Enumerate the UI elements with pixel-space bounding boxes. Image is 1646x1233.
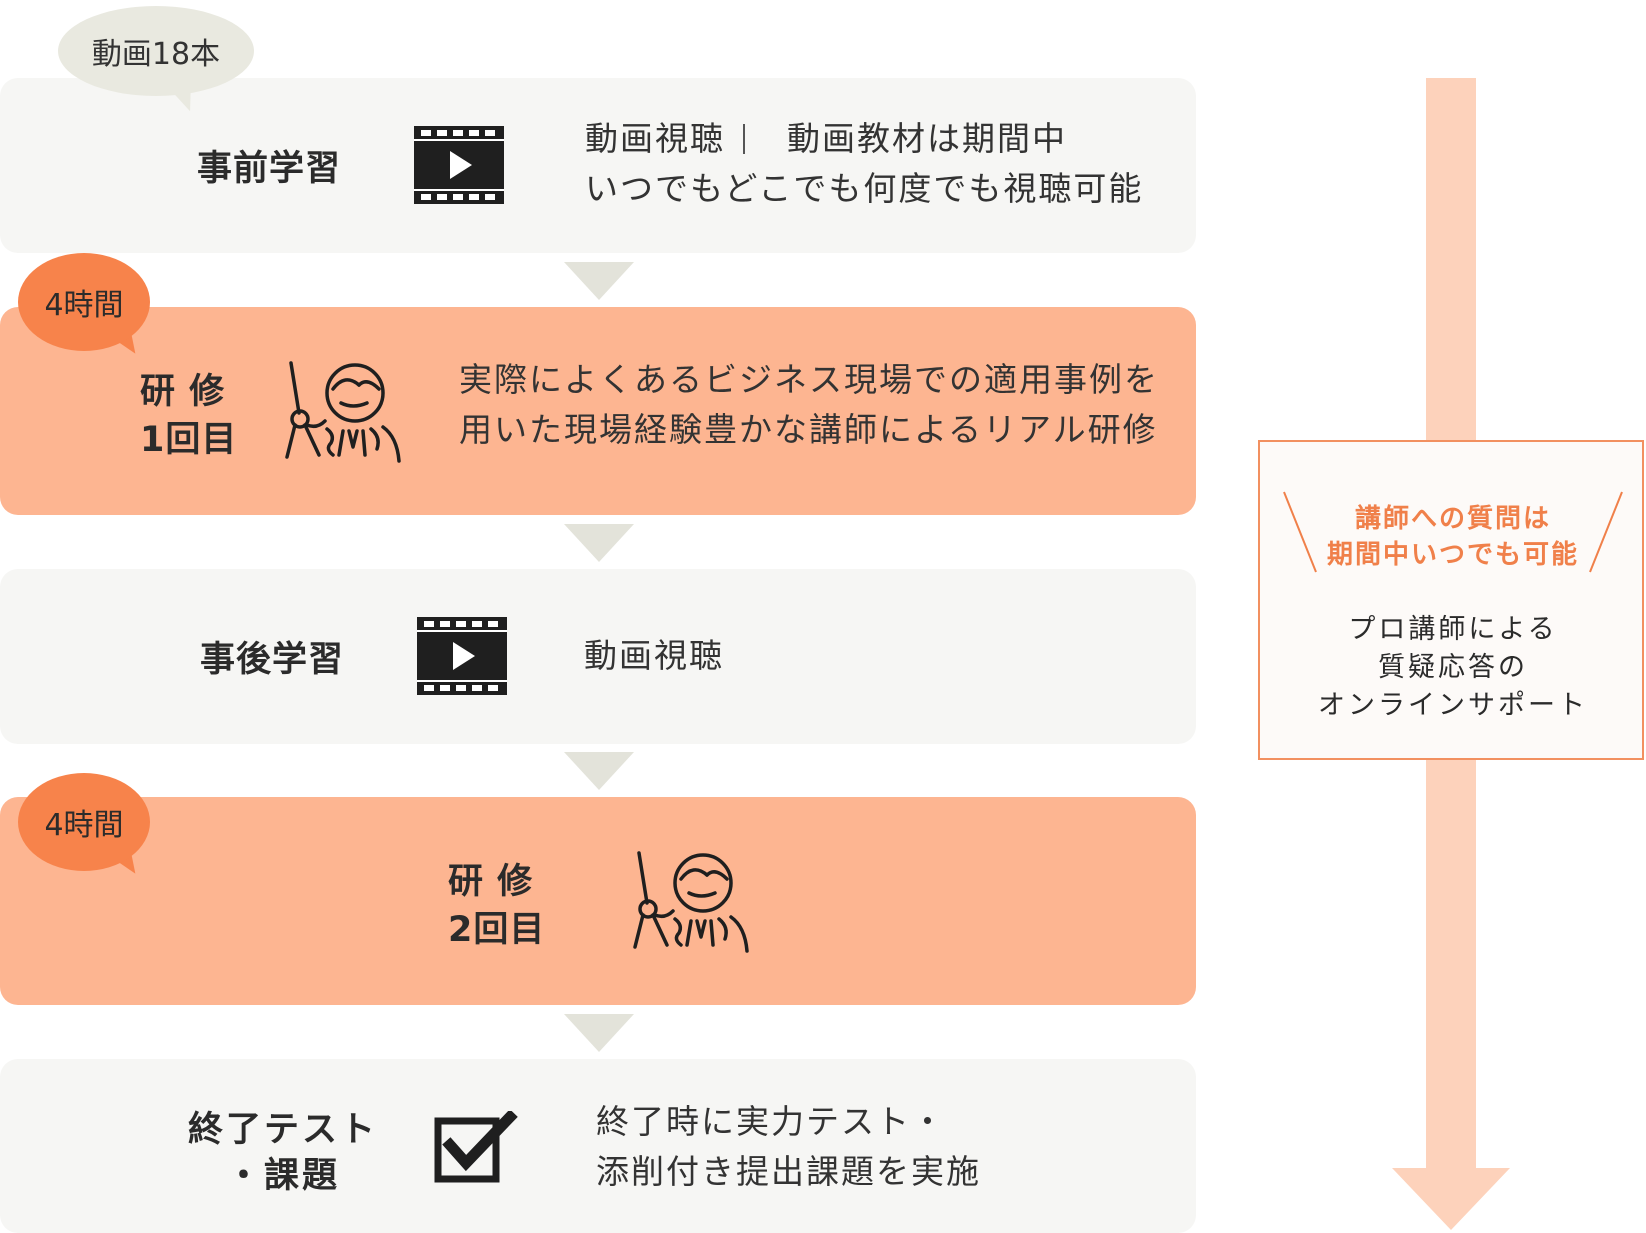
- video-film-icon: [414, 126, 504, 204]
- step-title-line1: 研 修: [448, 862, 534, 902]
- step-title-line2: ・課題: [226, 1156, 341, 1196]
- step-desc-line1: 終了時に実力テスト・: [596, 1102, 946, 1141]
- flow-chevron-2: [564, 524, 634, 562]
- step-desc-line1: 実際によくあるビジネス現場での適用事例を: [459, 360, 1159, 399]
- video-film-icon: [417, 617, 507, 695]
- step-title-line2: 2回目: [448, 910, 546, 950]
- step-final-test: 終了テスト ・課題 終了時に実力テスト・ 添削付き提出課題を実施: [0, 1059, 1196, 1233]
- step-title-line1: 研 修: [140, 372, 226, 412]
- online-support-box: 講師への質問は 期間中いつでも可能 プロ講師による 質疑応答の オンラインサポー…: [1258, 440, 1644, 760]
- step-desc-line2: 添削付き提出課題を実施: [596, 1152, 981, 1191]
- step-desc-line2: 用いた現場経験豊かな講師によるリアル研修: [459, 410, 1158, 449]
- step-title: 事前学習: [197, 149, 342, 189]
- step-training-1: 研 修 1回目 実際によくあるビジネス現場での適用事例を 用いた現場経験豊かな講…: [0, 307, 1196, 515]
- badge-bubble: 4時間: [18, 253, 150, 351]
- support-line3: オンラインサポート: [1318, 690, 1588, 721]
- slash-right-decoration: [1589, 491, 1623, 573]
- slash-left-decoration: [1283, 491, 1317, 573]
- divider: [743, 124, 745, 154]
- support-question-line1: 講師への質問は: [1354, 504, 1551, 534]
- support-line2: 質疑応答の: [1378, 652, 1528, 683]
- timeline-arrow-head: [1392, 1168, 1510, 1230]
- badge-bubble: 動画18本: [58, 6, 254, 96]
- support-question-line2: 期間中いつでも可能: [1326, 540, 1579, 570]
- step-post-study: 事後学習 動画視聴: [0, 569, 1196, 744]
- step-title-line2: 1回目: [140, 420, 238, 460]
- desc-label: 動画視聴: [585, 119, 725, 158]
- step-pre-study: 事前学習 動画視聴 動画教材は期間中 いつでもどこでも何度でも視聴可能: [0, 78, 1196, 253]
- flow-chevron-4: [564, 1014, 634, 1052]
- badge-label: 4時間: [44, 808, 124, 843]
- step-title: 事後学習: [200, 640, 345, 680]
- step-desc-line1: 動画視聴: [584, 636, 724, 675]
- flow-chevron-1: [564, 262, 634, 300]
- badge-label: 動画18本: [91, 37, 221, 72]
- flow-chevron-3: [564, 752, 634, 790]
- step-title-line1: 終了テスト: [188, 1110, 379, 1150]
- step-desc-line2: いつでもどこでも何度でも視聴可能: [585, 169, 1144, 208]
- lecturer-icon: [633, 851, 749, 953]
- desc-text: 動画教材は期間中: [787, 119, 1067, 158]
- lecturer-icon: [285, 361, 401, 463]
- support-line1: プロ講師による: [1348, 614, 1558, 645]
- checkbox-checked-icon: [434, 1111, 518, 1183]
- badge-label: 4時間: [44, 288, 124, 323]
- step-training-2: 研 修 2回目: [0, 797, 1196, 1005]
- badge-bubble: 4時間: [18, 773, 150, 871]
- step-desc-line1: 動画視聴 動画教材は期間中: [585, 114, 1067, 164]
